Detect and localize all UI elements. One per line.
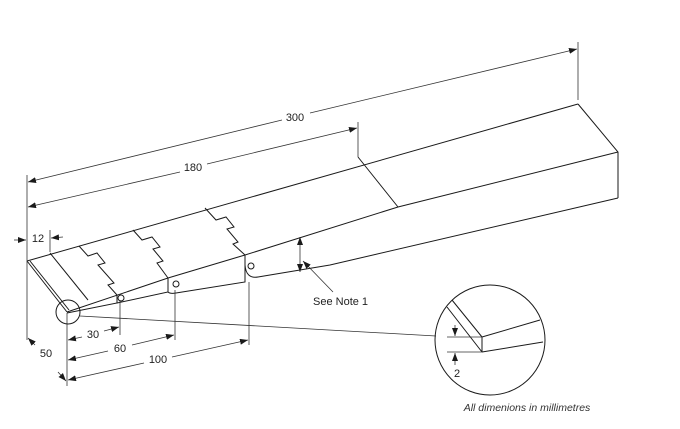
hinge-pin-3 bbox=[247, 262, 255, 270]
right-end-top bbox=[577, 103, 619, 198]
hinge-pin-1 bbox=[117, 294, 125, 302]
dim-12-label: 12 bbox=[32, 233, 44, 245]
dim-60-label: 60 bbox=[114, 343, 126, 355]
dimension-50: 50 bbox=[27, 337, 67, 382]
front-top-edge bbox=[66, 151, 619, 313]
dimension-180: 180 bbox=[27, 126, 358, 209]
detail-leader bbox=[79, 315, 437, 337]
bottom-seg-4 bbox=[244, 197, 619, 278]
strip-line bbox=[49, 252, 89, 301]
dim-2-label: 2 bbox=[454, 368, 460, 380]
note-1-label: See Note 1 bbox=[313, 296, 368, 308]
hinge-step-1 bbox=[78, 245, 118, 296]
dim-180-label: 180 bbox=[184, 162, 202, 174]
dimension-30: 30 bbox=[67, 326, 120, 342]
dim-300-label: 300 bbox=[286, 112, 304, 124]
extension-lines bbox=[26, 42, 579, 386]
hinge-step-3 bbox=[204, 207, 246, 256]
dim-30-label: 30 bbox=[87, 329, 99, 341]
detail-circle bbox=[434, 284, 546, 396]
detail-callout: 2 bbox=[55, 284, 546, 396]
bottom-seg-2 bbox=[116, 278, 169, 304]
detail-marker-circle bbox=[55, 299, 81, 325]
ramp-body bbox=[26, 103, 619, 314]
dim-100-label: 100 bbox=[149, 354, 167, 366]
bottom-seg-3 bbox=[167, 255, 246, 294]
hinge-pin-2 bbox=[172, 280, 180, 288]
dim-50-label: 50 bbox=[40, 348, 52, 360]
dimension-60: 60 bbox=[67, 333, 175, 362]
back-top-edge bbox=[26, 103, 579, 262]
dimension-12: 12 bbox=[14, 233, 64, 245]
units-caption: All dimenions in millimetres bbox=[463, 402, 591, 414]
note-1-callout: See Note 1 bbox=[297, 237, 368, 308]
dimension-100: 100 bbox=[67, 338, 249, 382]
dimension-300: 300 bbox=[27, 47, 578, 184]
hinge-step-2 bbox=[132, 229, 169, 279]
taper-divider bbox=[357, 156, 399, 208]
